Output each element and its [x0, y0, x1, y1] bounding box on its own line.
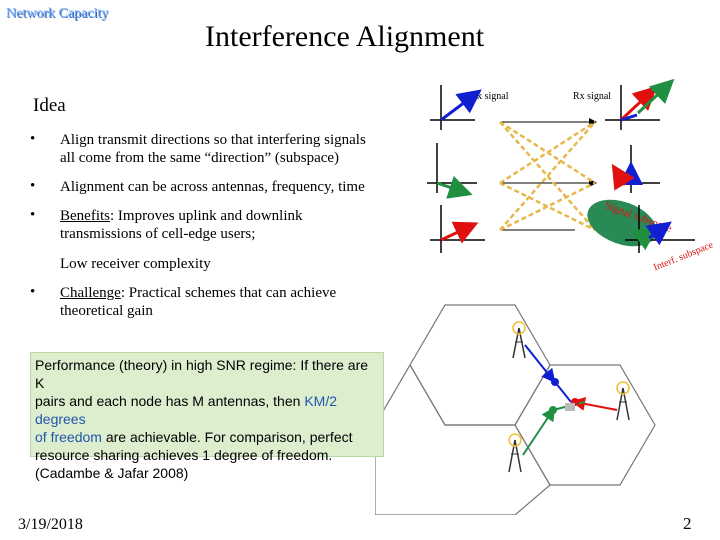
user-blue	[551, 378, 559, 386]
bullet-align-line-1: Align transmit directions so that interf…	[60, 132, 366, 148]
perf-line-5: (Cadambe & Jafar 2008)	[35, 465, 189, 481]
date-footer: 3/19/2018	[18, 516, 83, 533]
bullet-marker: •	[30, 178, 36, 194]
link-blue-2	[554, 381, 572, 403]
benefits-line-1: : Improves uplink and downlink	[110, 208, 303, 224]
bullet-benefits-text: Benefits: Improves uplink and downlink t…	[60, 207, 302, 243]
rx-signal-label: Rx signal	[573, 91, 611, 102]
idea-heading: Idea	[33, 95, 66, 116]
cell-tower-top	[512, 321, 526, 359]
tx-signal-label: Tx signal	[471, 91, 509, 102]
challenge-label: Challenge	[60, 285, 121, 301]
interference-paths	[499, 120, 596, 232]
bullet-alignment-text: Alignment can be across antennas, freque…	[60, 179, 365, 195]
user-grey	[565, 403, 575, 411]
cell-tower-right	[616, 381, 630, 421]
bullet-marker: •	[30, 284, 36, 300]
tx-axes-3	[430, 205, 485, 253]
link-blue	[524, 344, 556, 384]
perf-line-3b: are achievable. For comparison, perfect	[101, 429, 353, 445]
cellular-network-diagram	[375, 304, 656, 515]
benefits-label: Benefits	[60, 208, 110, 224]
perf-line-2a: pairs and each node has M antennas, then	[35, 393, 305, 409]
performance-box: Performance (theory) in high SNR regime:…	[30, 352, 384, 481]
perf-line-2b: KM/2 degrees	[35, 393, 337, 427]
rx-axes-1	[605, 78, 675, 130]
tx-axes-1	[430, 85, 482, 130]
link-green	[522, 406, 556, 456]
cell-tower-bottom	[508, 433, 522, 473]
user-green	[549, 406, 557, 414]
hexagon-cells	[375, 304, 656, 515]
perf-line-3a: of freedom	[35, 429, 102, 445]
signal-subspace: Signal subspace	[587, 200, 674, 247]
bullet-marker: •	[30, 207, 36, 223]
bullet-marker: •	[30, 131, 36, 147]
bullet-challenge-text: Challenge: Practical schemes that can ac…	[60, 284, 336, 320]
slide-title: Interference Alignment	[205, 20, 485, 53]
page-number: 2	[683, 514, 692, 533]
interference-alignment-diagram: Tx signal Rx signal	[427, 78, 715, 273]
perf-line-1: Performance (theory) in high SNR regime:…	[35, 357, 369, 391]
bullet-align-line-2: all come from the same “direction” (subs…	[60, 150, 340, 166]
rx-axes-2	[611, 145, 660, 193]
interf-subspace-label: Interf. subspace	[652, 239, 715, 273]
bullet-align-text: Align transmit directions so that interf…	[60, 131, 366, 167]
tx-axes-2	[427, 143, 477, 199]
header-tag: Network Capacity	[6, 6, 109, 21]
challenge-line-1: : Practical schemes that can achieve	[120, 285, 337, 301]
perf-line-4: resource sharing achieves 1 degree of fr…	[35, 447, 333, 463]
challenge-line-2: theoretical gain	[60, 303, 153, 319]
benefits-line-2: transmissions of cell-edge users;	[60, 226, 256, 242]
rx-axes-3	[625, 205, 695, 253]
benefits-sub-text: Low receiver complexity	[60, 256, 211, 272]
